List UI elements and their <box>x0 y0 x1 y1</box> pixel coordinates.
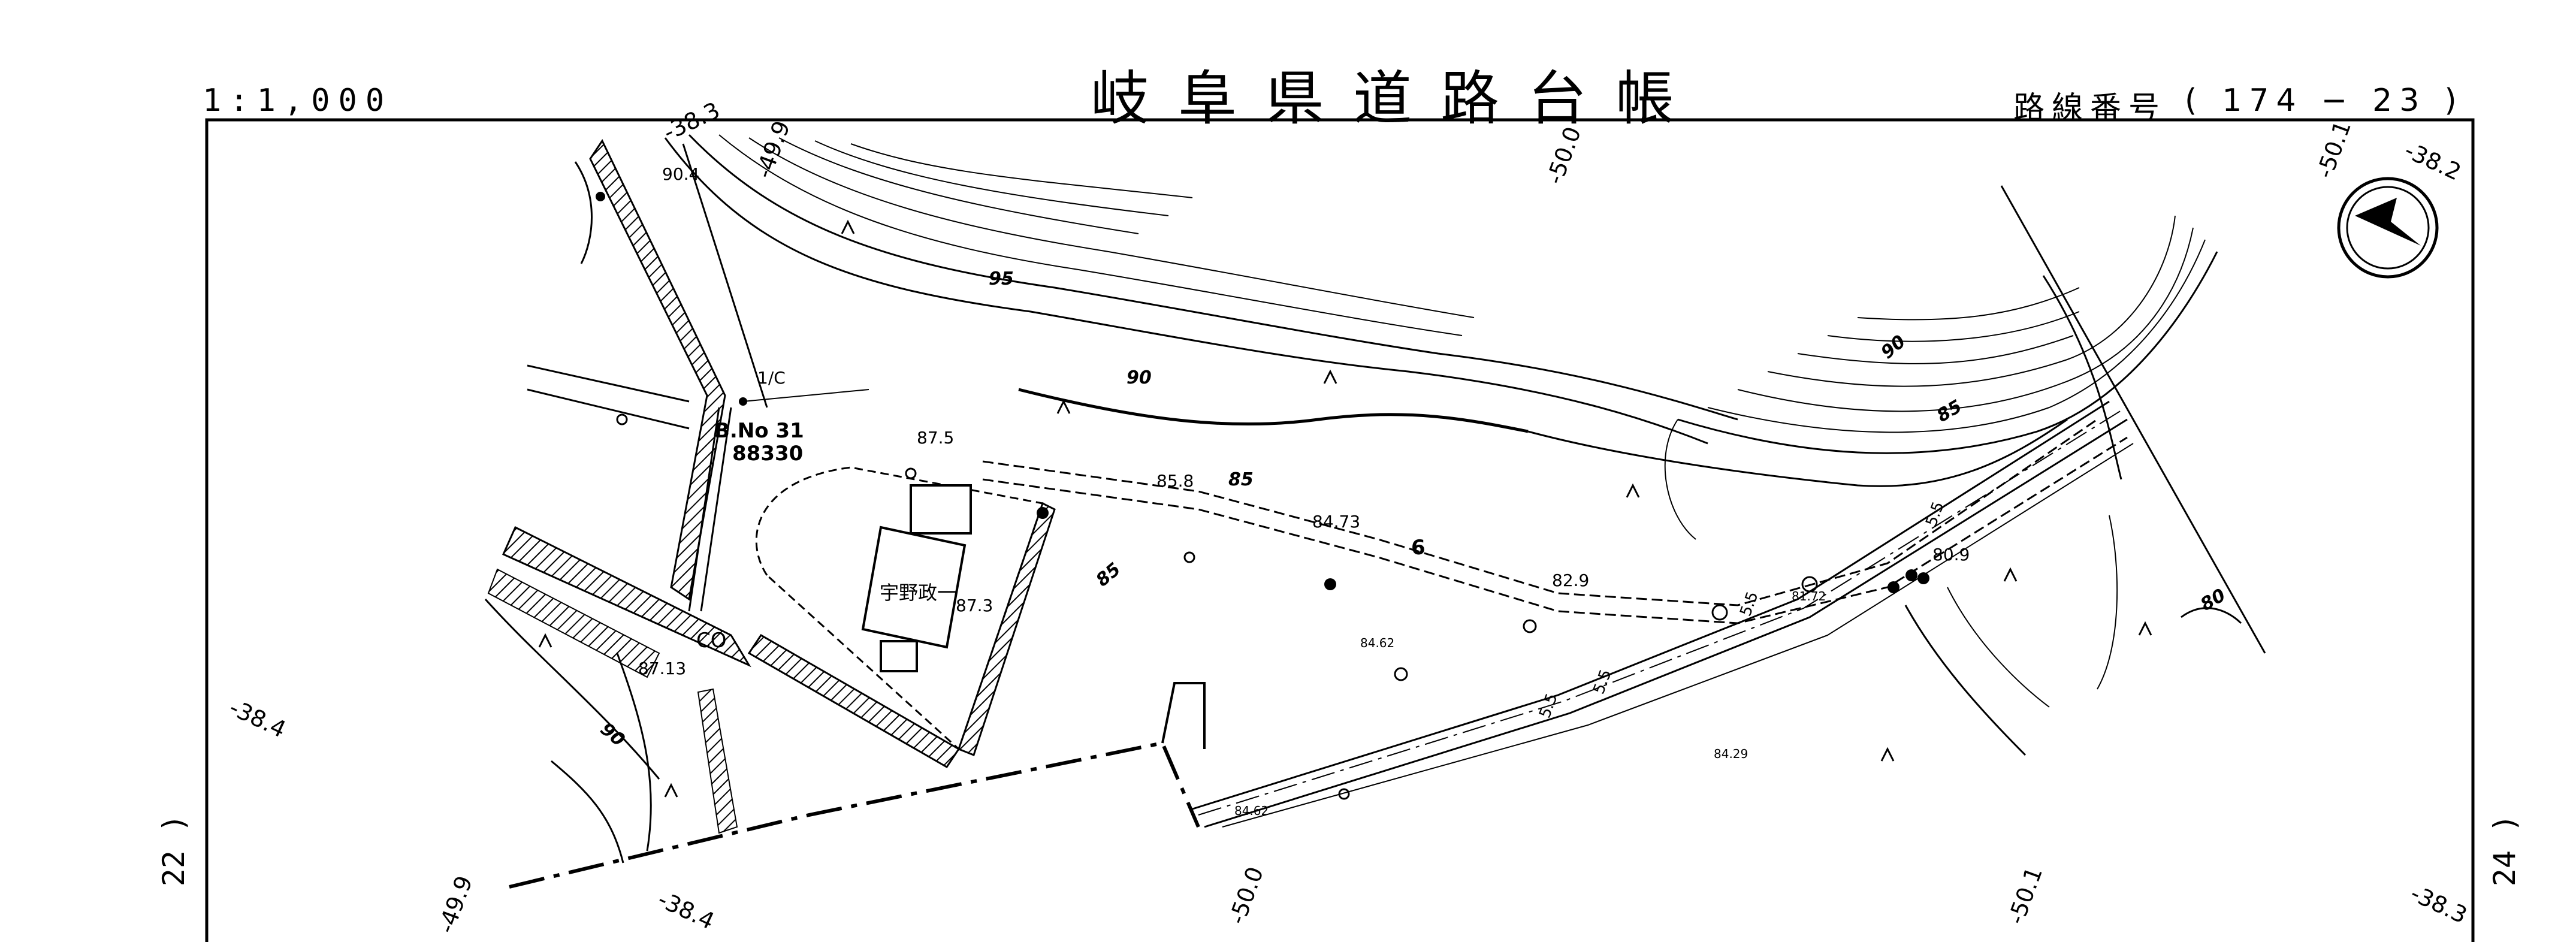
contour-label: 85 <box>1092 558 1125 591</box>
map-scale: 1:1,000 <box>203 83 393 119</box>
route-sheet: 23 <box>2372 83 2427 119</box>
manhole-icon <box>1801 576 1818 593</box>
coord-bottom-1: -49.9 <box>433 872 478 937</box>
road-mark: 6 <box>1411 536 1426 560</box>
grass-icon <box>1323 369 1337 384</box>
coord-bottom-3: -50.0 <box>1224 864 1269 928</box>
road-main <box>982 400 2134 828</box>
benchmark-id: B.No 31 <box>714 419 804 443</box>
spot-elevation: 87.3 <box>956 596 993 615</box>
structure-outline <box>1161 682 1206 749</box>
grass-icon <box>841 219 855 234</box>
coord-left: -38.4 <box>225 694 290 742</box>
contour-lines <box>664 134 2218 540</box>
lot-outline <box>755 466 1044 751</box>
road-mark: 5.5 <box>1590 667 1615 696</box>
spot-elevation: 84.62 <box>1234 804 1269 818</box>
contour-label: 90 <box>1877 331 1910 363</box>
benchmark: 1/C B.No 31 88330 <box>714 368 869 466</box>
spot-elevations: 90.4 87.5 85.8 84.73 82.9 80.9 87.3 87.1… <box>638 164 1970 818</box>
retaining-walls <box>487 138 1056 834</box>
manhole-icon <box>1711 604 1728 621</box>
coord-bottom-2: -38.4 <box>654 886 718 934</box>
contour-label: 85 <box>1934 396 1966 427</box>
coord-bottom-5: -38.3 <box>2406 880 2471 928</box>
spot-elevation: 82.9 <box>1552 570 1589 590</box>
coord-top-3: -50.0 <box>1541 123 1586 188</box>
spot-elevation: 87.5 <box>917 428 954 448</box>
route-separator: − <box>2321 83 2355 119</box>
benchmark-code: 88330 <box>732 442 803 466</box>
benchmark-mark: 1/C <box>757 368 786 388</box>
building-label: 宇野政一 <box>880 581 956 604</box>
map-title: 岐阜県道路台帳 <box>1091 65 1704 133</box>
grass-icon <box>538 633 552 648</box>
grass-icon <box>2003 567 2018 582</box>
boundary-line <box>509 741 1200 889</box>
route-open-paren: ( <box>2185 83 2204 119</box>
grass-icon <box>2138 621 2152 636</box>
spot-elevation: 84.73 <box>1312 512 1360 532</box>
contour-label: 90 <box>596 718 629 751</box>
road-mark: CO <box>696 629 727 653</box>
spot-elevation: 85.8 <box>1156 471 1194 491</box>
spot-elevation: 90.4 <box>662 164 699 184</box>
grass-icon <box>1056 399 1071 414</box>
grass-icon <box>664 783 678 798</box>
spot-elevation: 84.62 <box>1360 636 1394 650</box>
coord-top-5: -38.2 <box>2400 137 2465 185</box>
contour-label: 85 <box>1228 469 1254 490</box>
route-number-block: 路線番号 ( 174 − 23 ) <box>2013 83 2464 128</box>
road-mark: 5.5 <box>1922 499 1947 529</box>
vegetation-marks <box>538 219 2152 798</box>
grass-icon <box>1880 747 1895 762</box>
spot-elevation: 80.9 <box>1932 545 1970 564</box>
map-frame <box>205 118 2475 942</box>
left-slope-lines <box>484 161 660 864</box>
coord-bottom-4: -50.1 <box>2003 864 2047 928</box>
route-number: 174 <box>2222 83 2303 119</box>
contour-label: 90 <box>1127 367 1152 388</box>
road-marks: 6 CO 5.5 5.5 5.5 5.5 <box>696 499 1948 720</box>
coord-top-4: -50.1 <box>2311 117 2356 182</box>
contour-label: 95 <box>989 268 1014 289</box>
spot-elevation: 87.13 <box>638 659 686 678</box>
contour-labels: 95 90 85 85 90 85 90 80 <box>596 268 2229 751</box>
grass-icon <box>1626 483 1640 498</box>
north-arrow-icon <box>2337 177 2439 279</box>
side-road <box>527 143 768 612</box>
spot-elevation: 81.72 <box>1792 589 1826 603</box>
coord-top-2: -49.9 <box>750 117 795 182</box>
map-symbols <box>596 192 1929 800</box>
buildings <box>861 484 972 672</box>
route-close-paren: ) <box>2444 83 2464 119</box>
right-slope-lines <box>1904 185 2266 756</box>
spot-elevation: 84.29 <box>1714 747 1748 761</box>
